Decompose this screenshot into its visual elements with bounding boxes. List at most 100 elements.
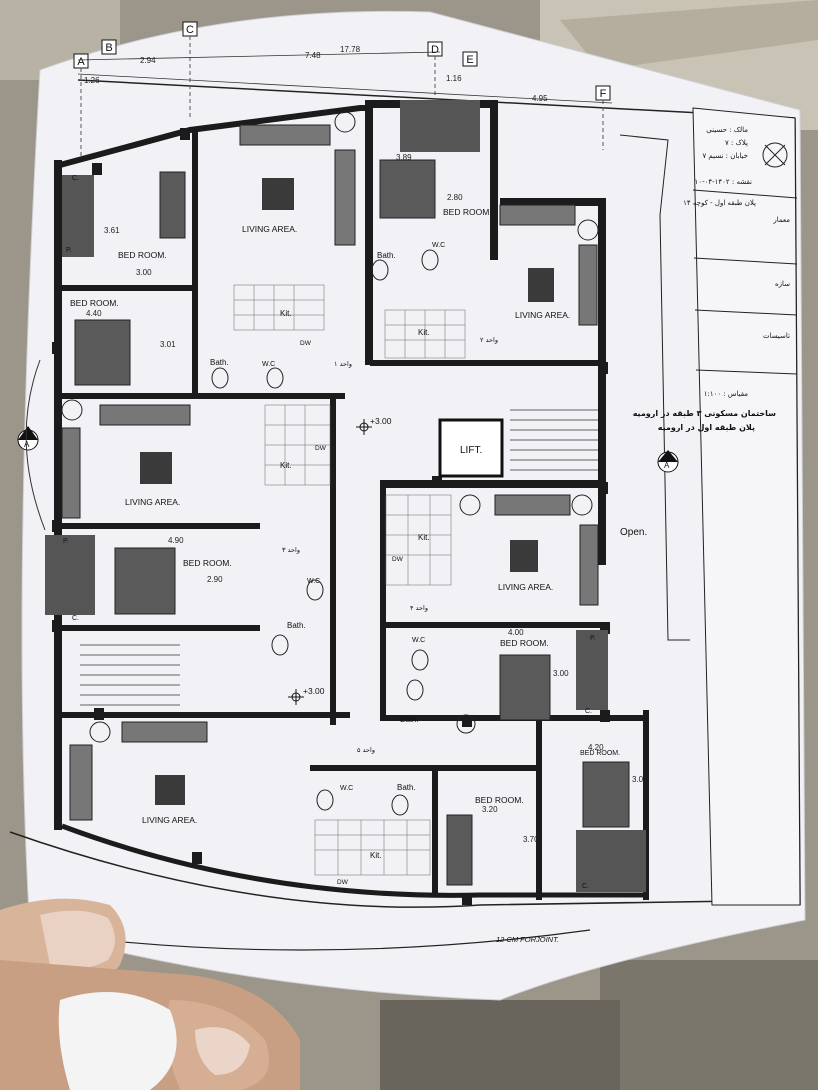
title-block: مالک : حسینی پلاک : ۷ خیابان : نسیم ۷ نق…: [633, 107, 801, 906]
section-mark-right: A: [657, 450, 679, 473]
grid-marker-b: [101, 39, 117, 55]
kitchen-tiles: [233, 284, 466, 876]
frame-top-line: [77, 79, 796, 119]
sofa: [334, 149, 356, 246]
grid-letter-f: F: [600, 88, 607, 100]
open-area-label: Open.: [620, 527, 647, 538]
title-owner: مالک : حسینی: [706, 126, 748, 134]
bed: [499, 654, 551, 721]
column: [598, 482, 608, 494]
bed: [114, 547, 176, 615]
coffee-table: [140, 452, 172, 484]
unit-label: واحد ۳: [282, 546, 300, 554]
sofa: [579, 524, 599, 606]
section-mark-left: A: [17, 426, 39, 451]
coffee-table: [262, 178, 294, 210]
toilet: [371, 259, 389, 281]
sofa: [61, 427, 81, 519]
toilet: [211, 367, 229, 389]
toilet: [421, 249, 439, 271]
storage-block: [576, 630, 608, 710]
label-dw: DW: [337, 879, 349, 886]
storage-block: [45, 535, 95, 615]
label-kit: Kit.: [418, 328, 430, 337]
stair-1: [80, 644, 180, 706]
bed: [74, 319, 131, 386]
paper-sheet: [21, 10, 806, 1001]
v-partition-1: [192, 130, 198, 395]
fingernail: [195, 1027, 250, 1075]
building-plan: [25, 100, 649, 905]
title-caption-2: پلان طبقه اول در ارومیه: [658, 423, 755, 432]
unit-labels: واحد ۱ واحد ۲ واحد ۳ واحد ۴ واحد ۵: [282, 336, 498, 754]
sofas: [61, 124, 599, 821]
grid-letter-e: E: [466, 54, 473, 66]
toilet: [391, 794, 409, 816]
dim-label: 3.20: [482, 805, 498, 814]
label-bed-room: BED ROOM.: [118, 250, 167, 260]
label-living-area: LIVING AREA.: [515, 310, 570, 320]
title-street: خیابان : نسیم ۷: [702, 152, 748, 160]
bed: [379, 159, 436, 219]
north-arrow-icon: [762, 142, 788, 168]
label-kit: Kit.: [280, 461, 292, 470]
column: [94, 708, 104, 720]
title-caption-1: ساختمان مسکونی ۳ طبقه در ارومیه: [633, 409, 776, 418]
label-closet: C.: [72, 615, 79, 622]
dim-label: 3.89: [396, 153, 412, 162]
label-dw: DW: [315, 445, 327, 452]
title-structure: سازه: [775, 280, 790, 288]
plant: [61, 399, 83, 421]
grid-letter-a: A: [77, 56, 85, 68]
dimension-row: 1.26 2.94 7.48 17.78 1.16 4.95: [77, 45, 613, 104]
mid-wall-right: [490, 100, 498, 260]
south-wall: [61, 823, 645, 898]
toilet: [406, 679, 424, 701]
label-closet: C.: [72, 175, 79, 182]
hand: [0, 898, 300, 1090]
core-wall-top: [365, 100, 373, 365]
grid-letter-d: D: [431, 44, 439, 56]
label-bath: Bath.: [397, 783, 416, 792]
label-wc: W.C: [432, 242, 445, 249]
title-installations: تاسیسات: [763, 332, 790, 340]
label-bath: Bath.: [377, 251, 396, 260]
label-kit: Kit.: [418, 533, 430, 542]
balcony-arc: [25, 359, 46, 531]
sofa: [99, 404, 191, 426]
floor-debris: [600, 960, 818, 1090]
label-living-area: LIVING AREA.: [142, 815, 197, 825]
dim-7-48: 7.48: [305, 51, 321, 60]
plant: [571, 494, 593, 516]
room-dimensions: 3.89 2.80 3.61 3.00 4.40 3.01 4.90 2.90 …: [86, 153, 648, 844]
label-bath: Bath.: [287, 621, 306, 630]
level-marks: +3.00 +3.00: [288, 416, 392, 705]
grid-letter-b: B: [105, 42, 112, 54]
column: [52, 342, 62, 354]
title-date: نقشه : ۱۴۰۲-۰۴-۱۰: [695, 178, 753, 186]
dim-label: 3.00: [136, 268, 152, 277]
dim-label: 2.80: [447, 193, 463, 202]
label-wc: W.C: [340, 785, 353, 792]
bed: [582, 761, 630, 828]
label-living-area: LIVING AREA.: [242, 224, 297, 234]
toilet: [271, 634, 289, 656]
label-living-area: LIVING AREA.: [498, 582, 553, 592]
label-bed-room: BED ROOM.: [70, 298, 119, 308]
coffee-table: [528, 268, 554, 302]
level-mark-label: +3.00: [370, 416, 392, 426]
toilet: [306, 579, 324, 601]
plant: [459, 494, 481, 516]
label-p: P.: [590, 635, 596, 642]
partition-5: [385, 480, 600, 488]
dim-label: 3.00: [553, 669, 569, 678]
label-bath: Bath.: [210, 358, 229, 367]
column: [462, 715, 472, 727]
grid-letter-c: C: [186, 24, 194, 36]
label-kit: Kit.: [280, 309, 292, 318]
unit-label: واحد ۴: [410, 604, 428, 612]
sofa: [69, 744, 93, 821]
plant: [456, 714, 476, 734]
column: [600, 710, 610, 722]
